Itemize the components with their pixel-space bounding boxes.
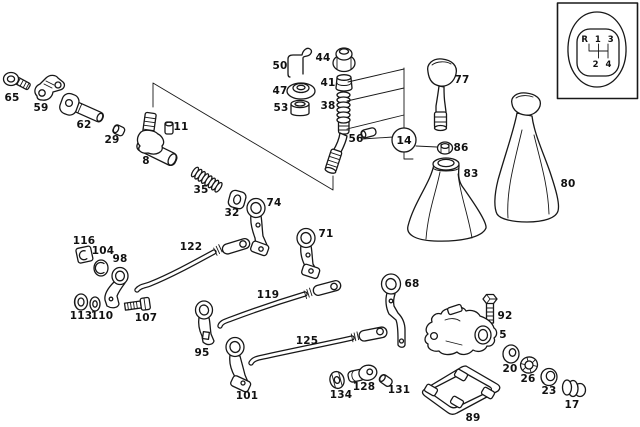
shift-pattern-row2: 2 4 [593, 60, 614, 70]
part-label-83: 83 [463, 168, 479, 180]
part-label-47: 47 [272, 85, 288, 97]
part-label-62: 62 [76, 119, 92, 131]
part-label-77: 77 [454, 74, 470, 86]
part-label-50: 50 [272, 60, 288, 72]
shift-pattern-row1: R 1 3 [581, 35, 615, 45]
spring-38-drawing [336, 91, 351, 124]
part-label-80: 80 [560, 178, 576, 190]
hex-bolt-107-drawing [123, 296, 151, 311]
shift-rod-119-drawing [217, 280, 342, 329]
nut-134-drawing [329, 370, 345, 390]
lever-71-drawing [296, 227, 321, 280]
coupling-8-drawing [136, 111, 178, 167]
part-label-68: 68 [404, 278, 420, 290]
shift-knob-77-drawing [427, 58, 458, 132]
bracket-59-drawing [34, 74, 66, 101]
part-label-44: 44 [315, 52, 331, 64]
pivot-pin-62-drawing [59, 92, 105, 123]
washer-110-drawing [89, 296, 101, 312]
bushing-29-drawing [112, 124, 126, 137]
lever-14-shaft-drawing [324, 117, 350, 174]
part-label-131: 131 [387, 384, 411, 396]
lever-74-drawing [246, 197, 270, 257]
part-label-38: 38 [320, 100, 336, 112]
grommet-113-drawing [73, 293, 89, 311]
part-label-92: 92 [497, 310, 513, 322]
part-label-122: 122 [179, 241, 203, 253]
bushing-53-drawing [290, 99, 310, 117]
part-label-113: 113 [69, 310, 93, 322]
spring-35-drawing [190, 166, 223, 193]
part-label-11: 11 [173, 121, 189, 133]
part-label-65: 65 [4, 92, 20, 104]
grommet-23-drawing [540, 367, 558, 387]
clip-56-drawing [360, 127, 377, 139]
clip-plate-32-drawing [227, 189, 247, 210]
part-label-5: 5 [499, 329, 507, 341]
part-label-95: 95 [194, 347, 210, 359]
callout-number: 14 [396, 134, 412, 147]
assembly-14-callout: 14 [346, 67, 438, 160]
part-label-119: 119 [256, 289, 280, 301]
grommet-47-drawing [286, 82, 316, 100]
part-label-53: 53 [273, 102, 289, 114]
part-label-86: 86 [453, 142, 469, 154]
part-label-110: 110 [90, 310, 114, 322]
part-label-26: 26 [520, 373, 536, 385]
shift-rod-122-drawing [134, 238, 251, 293]
plug-17-drawing [561, 379, 587, 398]
part-label-98: 98 [112, 253, 128, 265]
part-label-32: 32 [224, 207, 240, 219]
part-label-104: 104 [91, 245, 115, 257]
part-label-125: 125 [295, 335, 319, 347]
leader-line-part8 [152, 82, 334, 191]
part-label-23: 23 [541, 385, 557, 397]
part-label-107: 107 [134, 312, 158, 324]
shift-pattern-inset: R 1 3 2 4 [556, 2, 639, 100]
clip-nut-116-drawing [75, 245, 94, 264]
cap-nut-44-drawing [332, 47, 356, 73]
lever-95-drawing [194, 300, 215, 346]
part-label-17: 17 [564, 399, 580, 411]
shift-boot-knob-80-drawing [494, 92, 560, 223]
part-label-116: 116 [72, 235, 96, 247]
nut-86-drawing [436, 141, 454, 155]
part-label-101: 101 [235, 390, 259, 402]
part-label-74: 74 [266, 197, 282, 209]
washer-20-drawing [502, 344, 520, 364]
sleeve-11-drawing [164, 121, 174, 135]
pin-131-drawing [378, 374, 393, 387]
shift-boot-83-drawing [407, 157, 487, 242]
hex-bolt-65-drawing [2, 71, 31, 91]
lever-68-drawing [380, 273, 406, 348]
part-label-41: 41 [320, 77, 336, 89]
bushing-104-drawing [93, 259, 109, 277]
bushing-41-drawing [335, 74, 353, 92]
lever-98-drawing [104, 266, 129, 309]
part-label-56: 56 [348, 133, 364, 145]
part-label-35: 35 [193, 184, 209, 196]
wire-clip-50-drawing [287, 47, 313, 78]
hex-bolt-92-drawing [482, 293, 498, 324]
part-label-71: 71 [318, 228, 334, 240]
part-label-134: 134 [329, 389, 353, 401]
part-label-59: 59 [33, 102, 49, 114]
lock-washer-26-drawing [519, 356, 539, 374]
part-label-8: 8 [142, 155, 150, 167]
part-label-89: 89 [465, 412, 481, 424]
part-label-29: 29 [104, 134, 120, 146]
shift-rod-125-drawing [248, 326, 388, 366]
lever-101-drawing [225, 336, 252, 393]
frame-89-drawing [421, 365, 501, 415]
shift-housing-5-drawing [424, 303, 498, 356]
rod-end-128-drawing [347, 364, 378, 383]
part-label-128: 128 [352, 381, 376, 393]
part-label-20: 20 [502, 363, 518, 375]
